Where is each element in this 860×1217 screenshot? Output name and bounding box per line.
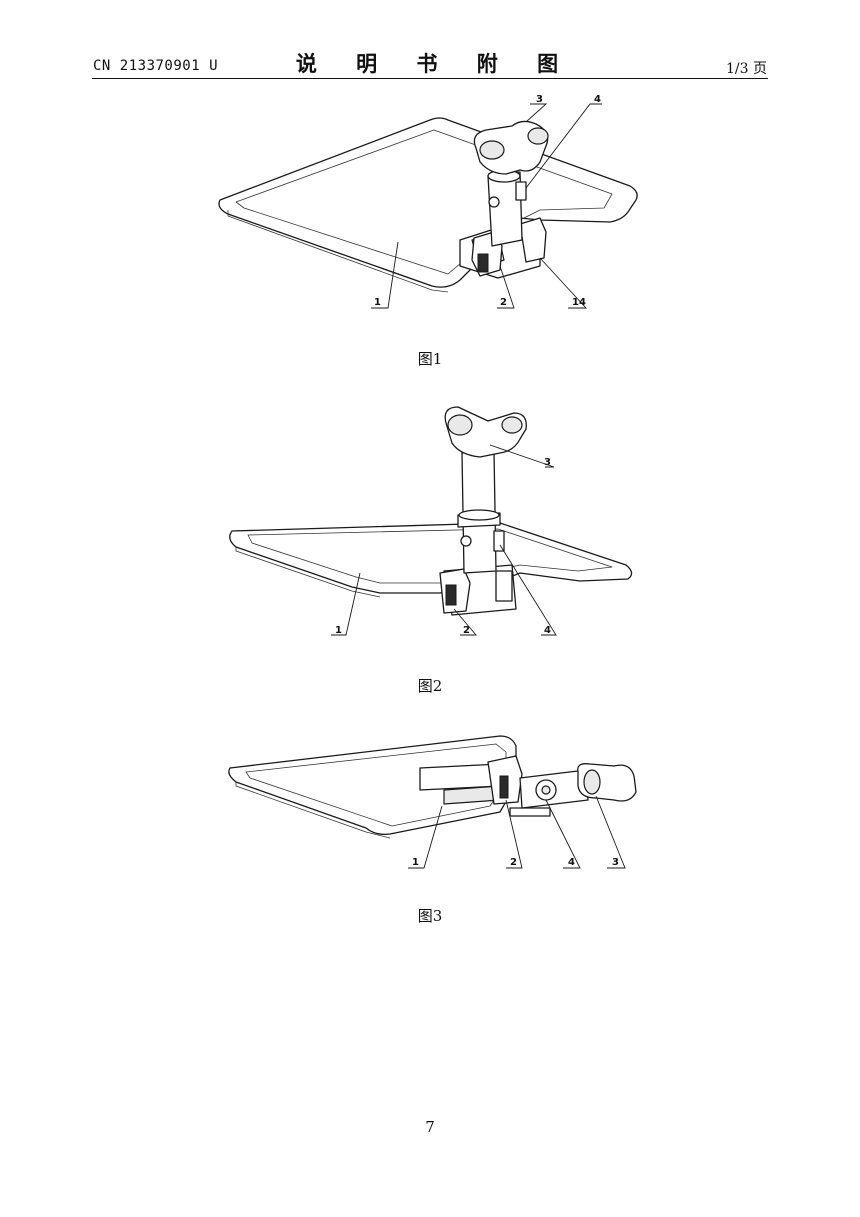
header-rule [92,78,768,79]
fig1-label-4: 4 [594,94,601,105]
fig3-label-1: 1 [412,857,419,868]
fig1-label-14: 14 [572,297,586,308]
figure-3-drawing: 1 2 4 3 [0,722,860,882]
fig3-label-3: 3 [612,857,619,868]
fig2-label-2: 2 [463,625,470,636]
figure-3-caption: 图3 [417,907,443,925]
fig2-label-3: 3 [544,457,551,468]
fig2-label-1: 1 [335,625,342,636]
fig1-label-2: 2 [500,297,507,308]
figure-1-drawing: 1 2 3 4 14 [0,90,860,320]
page-indicator: 1/3 页 [726,61,767,77]
fig3-label-4: 4 [568,857,575,868]
fig3-label-2: 2 [510,857,517,868]
fig2-label-4: 4 [544,625,551,636]
figure-1-caption: 图1 [417,350,443,368]
figure-2-drawing: 1 2 3 4 [0,395,860,645]
fig1-label-1: 1 [374,297,381,308]
fig1-label-3: 3 [536,94,543,105]
patent-number: CN 213370901 U [93,58,219,74]
figure-2-caption: 图2 [417,677,443,695]
page-number: 7 [425,1118,435,1136]
section-title: 说 明 书 附 图 [295,51,575,76]
